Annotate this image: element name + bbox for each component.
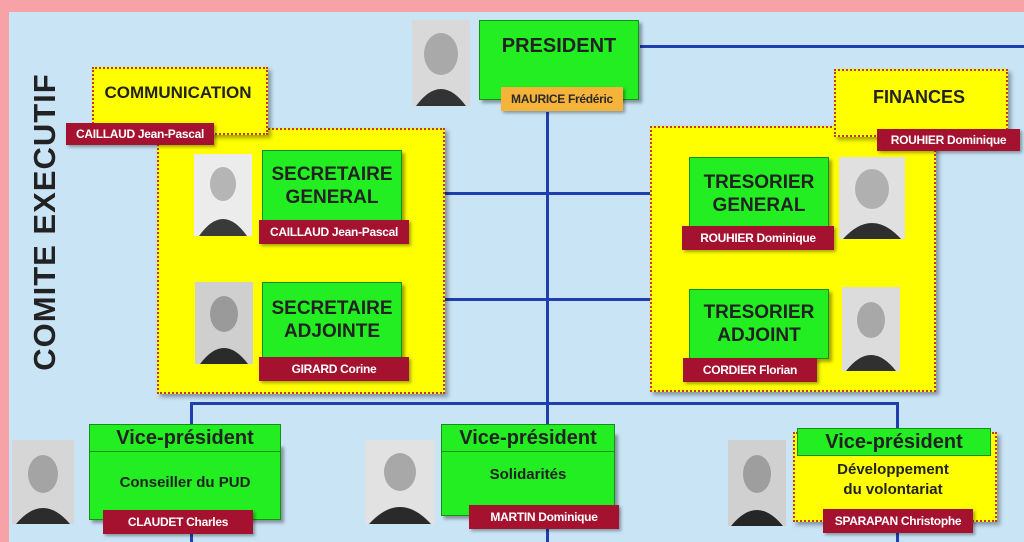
connector-trunk (546, 112, 549, 542)
secretaire-general-name: CAILLAUD Jean-Pascal (259, 220, 409, 244)
secretaire-general-title-2: GENERAL (285, 187, 379, 208)
vp2-name: MARTIN Dominique (469, 505, 619, 529)
tresorier-adjoint-box: TRESORIER ADJOINT (689, 289, 829, 359)
connector-secretaire-general (442, 192, 686, 195)
secretaire-adjointe-name: GIRARD Corine (259, 357, 409, 381)
president-title: PRESIDENT (501, 35, 617, 57)
tresorier-general-box: TRESORIER GENERAL (689, 157, 829, 231)
communication-title: COMMUNICATION (104, 83, 252, 102)
finances-box (834, 69, 1008, 137)
connector-secretaire-adjointe (442, 298, 686, 301)
vp2-role: Solidarités (489, 465, 567, 483)
vp1-title: Vice-président (89, 424, 281, 452)
president-name: MAURICE Frédéric (501, 87, 623, 111)
connector-vp-horizontal (190, 402, 899, 405)
tresorier-adjoint-title-2: ADJOINT (717, 325, 801, 346)
vp2-photo (365, 440, 435, 524)
portrait-icon (365, 440, 435, 524)
connector-vp1-drop (190, 402, 193, 440)
secretaire-general-photo (194, 154, 252, 236)
vp1-photo (12, 440, 74, 524)
secretaire-general-box: SECRETAIRE GENERAL (262, 150, 402, 222)
portrait-icon (195, 282, 253, 364)
vp3-photo (728, 440, 786, 526)
president-photo (412, 20, 470, 106)
portrait-icon (12, 440, 74, 524)
vp3-role-line2: du volontariat (843, 481, 943, 498)
tresorier-adjoint-title-1: TRESORIER (703, 302, 815, 323)
secretaire-adjointe-title-2: ADJOINTE (283, 321, 381, 342)
vp1-role: Conseiller du PUD (119, 473, 251, 491)
connector-vp3-bottom (896, 532, 899, 542)
finances-title: FINANCES (872, 86, 965, 107)
vp1-box: Conseiller du PUD (89, 444, 281, 520)
vp1-name: CLAUDET Charles (103, 510, 253, 534)
connector-vp3-drop (896, 402, 899, 430)
secretaire-adjointe-box: SECRETAIRE ADJOINTE (262, 282, 402, 358)
portrait-icon (842, 287, 900, 371)
tresorier-general-title-1: TRESORIER (703, 172, 815, 193)
vp3-name: SPARAPAN Christophe (823, 509, 973, 533)
portrait-icon (412, 20, 470, 106)
connector-vp1-bottom (190, 532, 193, 542)
secretaire-general-title-1: SECRETAIRE (271, 164, 393, 185)
portrait-icon (194, 154, 252, 236)
secretaire-adjointe-photo (195, 282, 253, 364)
vp3-role-line1: Développement (837, 461, 949, 478)
vp2-title: Vice-président (441, 424, 615, 452)
tresorier-general-name: ROUHIER Dominique (682, 226, 834, 250)
portrait-icon (839, 157, 905, 239)
tresorier-general-title-2: GENERAL (712, 195, 806, 216)
communication-name: CAILLAUD Jean-Pascal (66, 123, 214, 145)
finances-name: ROUHIER Dominique (877, 129, 1020, 151)
tresorier-adjoint-name: CORDIER Florian (683, 358, 817, 382)
tresorier-adjoint-photo (842, 287, 900, 371)
secretaire-adjointe-title-1: SECRETAIRE (271, 298, 393, 319)
portrait-icon (728, 440, 786, 526)
vp3-role: Développement du volontariat (793, 458, 993, 502)
connector-president-right (640, 45, 1024, 48)
tresorier-general-photo (839, 157, 905, 239)
org-chart-canvas: COMITE EXECUTIF COMMUNICATION CAILLAUD J… (9, 12, 1024, 542)
vp3-title: Vice-président (797, 428, 991, 456)
comite-executif-title: COMITE EXECUTIF (27, 73, 62, 371)
